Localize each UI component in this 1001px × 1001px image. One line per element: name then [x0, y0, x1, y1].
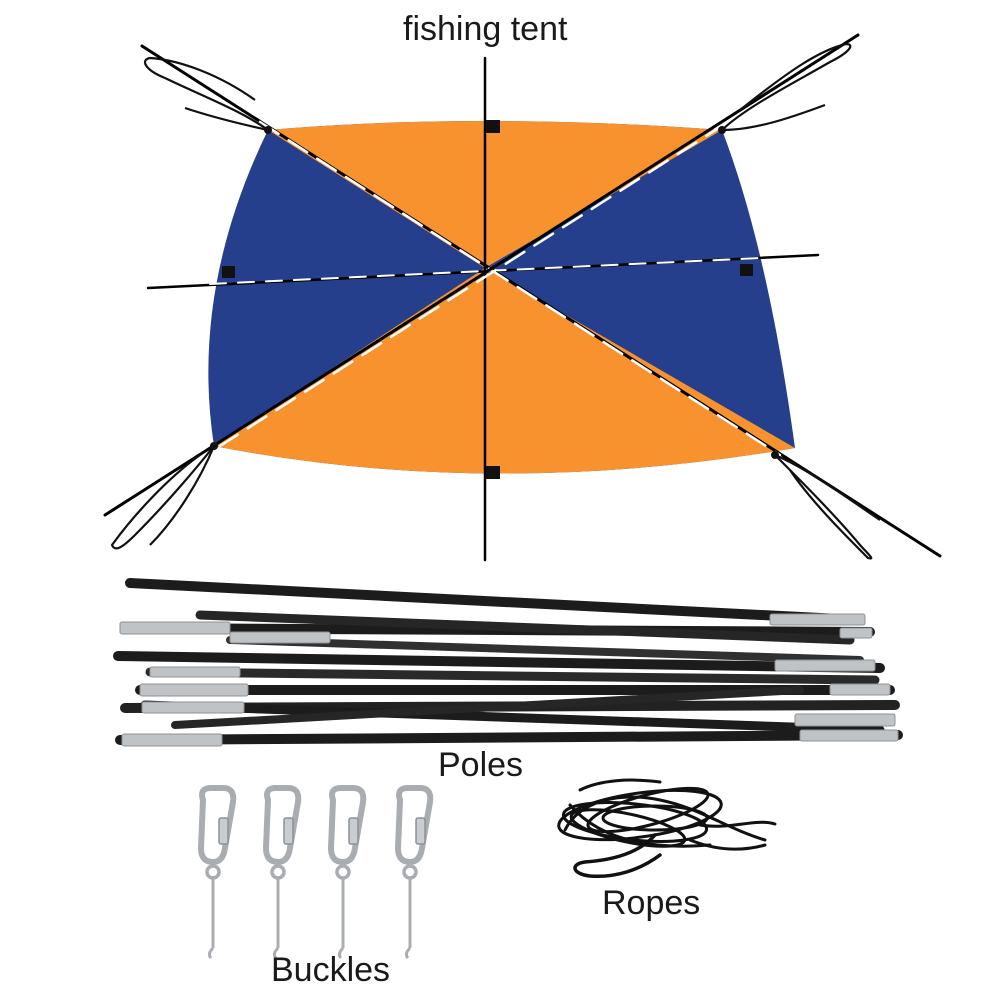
frame-lines: [103, 33, 942, 562]
buckles: [197, 785, 434, 960]
corner-straps: [110, 42, 881, 560]
buckle-icon: [197, 785, 237, 960]
pole-sleeves: [222, 120, 753, 479]
canopy-orange-bottom: [214, 268, 795, 474]
canopy-orange-top: [268, 121, 722, 268]
poles: [113, 578, 903, 745]
buckle-icon: [327, 785, 367, 960]
strap-clips: [210, 126, 779, 459]
poles-label: Poles: [438, 746, 524, 784]
rope-coil: [557, 778, 777, 879]
pole-ferrules: [119, 613, 899, 747]
title-label: fishing tent: [403, 10, 568, 48]
pole-bundle: [113, 578, 903, 747]
buckle-icon: [262, 785, 302, 960]
tent-canopy: [208, 121, 796, 474]
buckle-icon: [394, 785, 434, 960]
ropes-label: Ropes: [602, 884, 701, 922]
buckles-label: Buckles: [271, 951, 391, 989]
